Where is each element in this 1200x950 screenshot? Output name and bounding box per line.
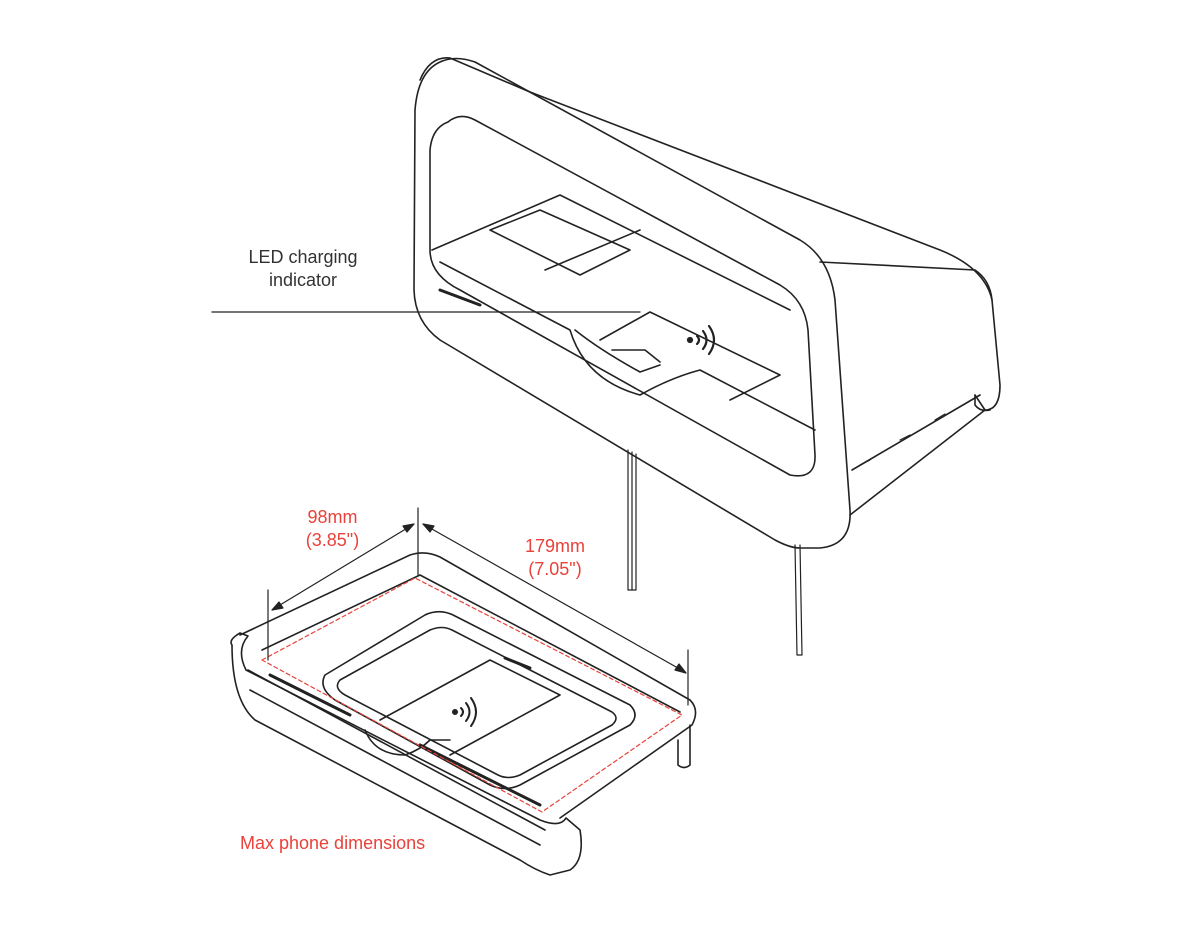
tray-wireless-icon [452, 697, 477, 727]
cables [627, 449, 803, 656]
wireless-charging-icon [686, 324, 716, 356]
width-imperial: (3.85") [305, 530, 360, 550]
width-metric: 98mm [307, 507, 358, 527]
max-phone-outline [261, 577, 683, 813]
width-dimension-line [274, 523, 415, 609]
length-metric: 179mm [524, 536, 586, 556]
length-dimension-label: 179mm (7.05") [505, 535, 605, 581]
length-dimension-line [422, 523, 686, 673]
led-indicator-label: LED charging indicator [228, 246, 378, 292]
led-label-line2: indicator [268, 270, 338, 290]
dimension-lines [267, 507, 689, 706]
led-label-line1: LED charging [248, 247, 358, 267]
width-dimension-label: 98mm (3.85") [285, 506, 380, 552]
charger-tray [230, 552, 697, 876]
length-imperial: (7.05") [528, 559, 582, 579]
max-phone-label: Max phone dimensions [240, 833, 426, 853]
assembled-charger-unit [413, 57, 1001, 656]
